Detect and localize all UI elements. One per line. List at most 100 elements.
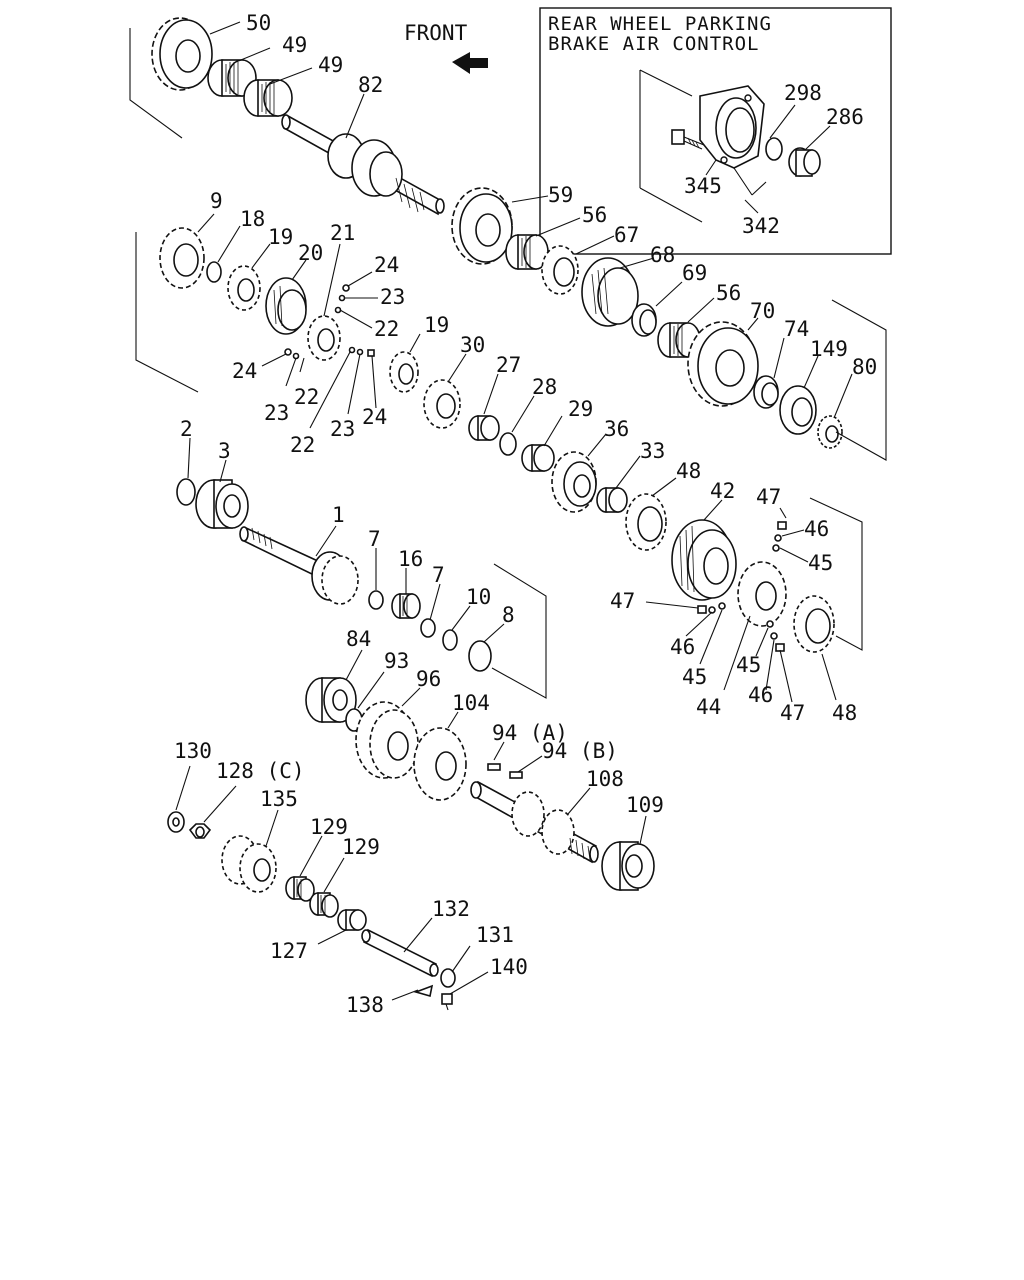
label-45b: 45 <box>682 665 707 689</box>
label-129b: 129 <box>342 835 380 859</box>
label-23b: 23 <box>264 401 289 425</box>
label-46c: 46 <box>748 683 773 707</box>
snap-ring-8 <box>468 640 492 672</box>
bearing-109 <box>601 841 655 891</box>
shaft-82 <box>281 114 445 216</box>
washer-74 <box>753 375 779 409</box>
label-21: 21 <box>330 221 355 245</box>
gear-96 <box>355 701 419 779</box>
idler-shaft-132 <box>361 928 439 978</box>
label-47b: 47 <box>610 589 635 613</box>
label-149: 149 <box>810 337 848 361</box>
gear-70 <box>687 321 759 407</box>
gear-67 <box>541 245 579 295</box>
label-140: 140 <box>490 955 528 979</box>
label-68: 68 <box>650 243 675 267</box>
label-9: 9 <box>210 189 223 213</box>
label-44: 44 <box>696 695 721 719</box>
sleeve-42 <box>671 519 737 601</box>
inset-panel: REAR WHEEL PARKING BRAKE AIR CONTROL <box>539 7 892 255</box>
label-22b: 22 <box>294 385 319 409</box>
group-synchro-left: 9 18 19 20 21 24 23 22 24 22 23 22 23 24… <box>135 189 593 472</box>
label-67: 67 <box>614 223 639 247</box>
label-56b: 56 <box>716 281 741 305</box>
label-3: 3 <box>218 439 231 463</box>
o-ring-131 <box>440 968 456 988</box>
bearing-27 <box>468 415 500 441</box>
label-22c: 22 <box>290 433 315 457</box>
group-countershaft-gears: 59 56 67 68 69 56 70 74 149 80 <box>451 183 887 461</box>
label-20: 20 <box>298 241 323 265</box>
group-mainshaft-top: 50 49 49 82 <box>129 11 445 216</box>
label-46a: 46 <box>804 517 829 541</box>
label-47c: 47 <box>780 701 805 725</box>
gear-59 <box>451 187 513 265</box>
label-23a: 23 <box>380 285 405 309</box>
label-49b: 49 <box>318 53 343 77</box>
label-104: 104 <box>452 691 490 715</box>
label-19a: 19 <box>268 225 293 249</box>
snap-ring-7b <box>420 618 436 638</box>
gear-135 <box>221 835 277 893</box>
bearing-84 <box>305 677 357 723</box>
front-indicator: FRONT <box>404 21 488 74</box>
label-69: 69 <box>682 261 707 285</box>
label-36: 36 <box>604 417 629 441</box>
bushing-127 <box>337 909 367 931</box>
group-input-shaft: 2 3 1 7 16 7 10 8 <box>176 417 547 699</box>
label-42: 42 <box>710 479 735 503</box>
bearing-16 <box>391 593 421 619</box>
label-82: 82 <box>358 73 383 97</box>
label-129a: 129 <box>310 815 348 839</box>
air-control-housing <box>699 85 765 169</box>
label-94a: 94 (A) <box>492 721 568 745</box>
bearing-49b <box>243 79 293 117</box>
front-arrow-icon <box>452 52 488 74</box>
label-24a: 24 <box>374 253 399 277</box>
input-shaft-1 <box>239 526 359 605</box>
label-93: 93 <box>384 649 409 673</box>
keys-94 <box>487 763 523 779</box>
label-46b: 46 <box>670 635 695 659</box>
label-48a: 48 <box>676 459 701 483</box>
bolt-345 <box>671 129 705 150</box>
label-128: 128 (C) <box>216 759 305 783</box>
label-2: 2 <box>180 417 193 441</box>
group-countershaft: 84 93 96 104 94 (A) 94 (B) 108 109 <box>305 627 664 891</box>
snap-ring-10 <box>442 629 458 651</box>
label-286: 286 <box>826 105 864 129</box>
front-label: FRONT <box>404 21 468 45</box>
label-345: 345 <box>684 174 722 198</box>
label-29: 29 <box>568 397 593 421</box>
label-130: 130 <box>174 739 212 763</box>
gear-50 <box>151 17 213 91</box>
label-16: 16 <box>398 547 423 571</box>
inset-title-line2: BRAKE AIR CONTROL <box>548 33 759 55</box>
label-19b: 19 <box>424 313 449 337</box>
group-synchro-right: 36 33 48 42 47 46 45 47 46 45 44 45 46 4… <box>551 417 863 725</box>
label-127: 127 <box>270 939 308 963</box>
countershaft-108 <box>470 780 599 864</box>
bearing-3 <box>195 479 249 529</box>
label-10: 10 <box>466 585 491 609</box>
bearing-129b <box>309 892 339 918</box>
label-138: 138 <box>346 993 384 1017</box>
label-49a: 49 <box>282 33 307 57</box>
sleeve-68 <box>581 257 639 327</box>
label-45a: 45 <box>808 551 833 575</box>
label-56a: 56 <box>582 203 607 227</box>
seal-298 <box>765 137 783 161</box>
inset-frame <box>539 7 892 255</box>
washer-130 <box>167 811 185 833</box>
label-8: 8 <box>502 603 515 627</box>
label-28: 28 <box>532 375 557 399</box>
label-70: 70 <box>750 299 775 323</box>
bearing-149 <box>779 385 817 435</box>
label-23c: 23 <box>330 417 355 441</box>
gear-19a <box>227 265 261 311</box>
snap-ring-2 <box>176 478 196 506</box>
gear-30 <box>423 379 461 429</box>
bolt-140 <box>441 993 453 1011</box>
label-7a: 7 <box>368 527 381 551</box>
